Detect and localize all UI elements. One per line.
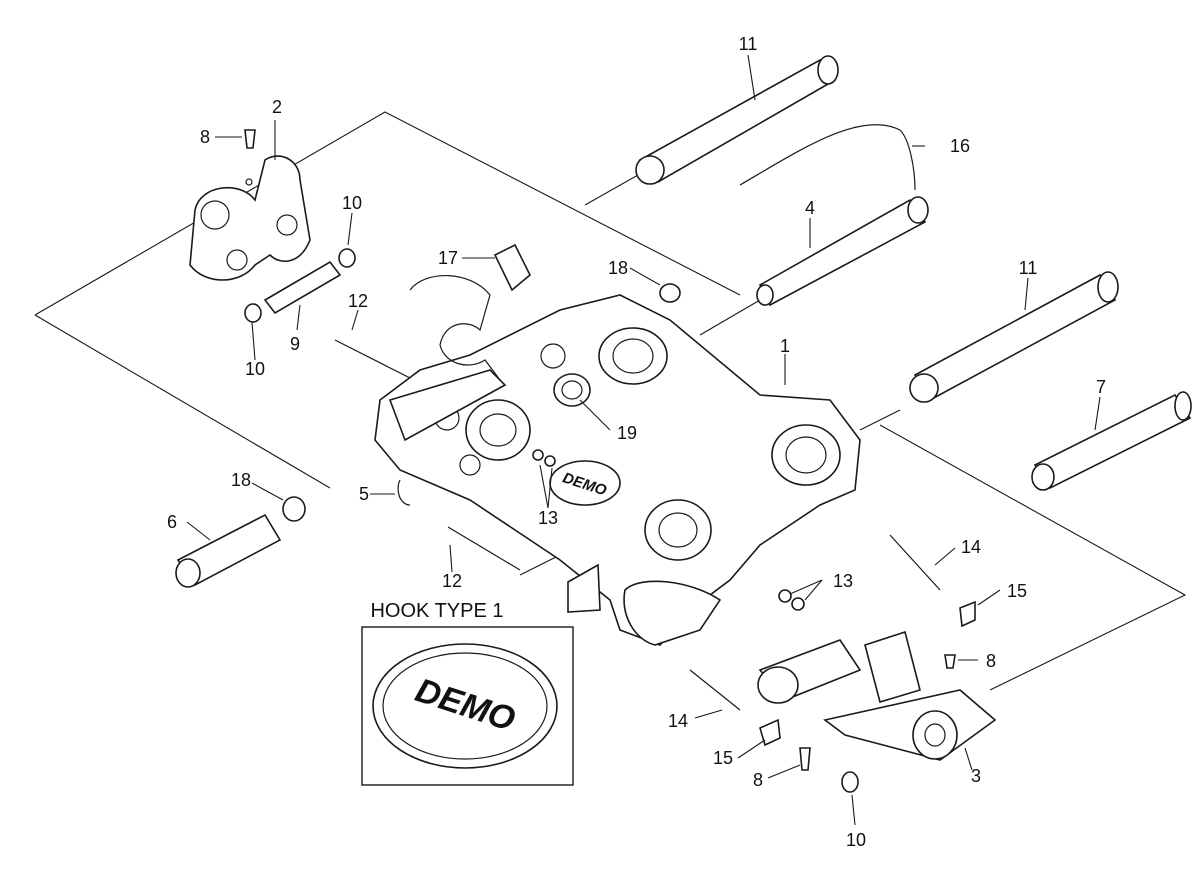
main-frame [374, 274, 861, 646]
callout-10-top: 10 [342, 193, 362, 213]
callout-13-right: 13 [833, 571, 853, 591]
callout-3: 3 [971, 766, 981, 786]
callout-14-right: 14 [961, 537, 981, 557]
callout-1: 1 [780, 336, 790, 356]
callout-7: 7 [1096, 377, 1106, 397]
callout-14-left: 14 [668, 711, 688, 731]
callout-labels: 1 2 3 4 5 6 7 8 8 8 9 10 10 10 11 11 12 … [167, 34, 1106, 850]
callout-2: 2 [272, 97, 282, 117]
callout-18-left: 18 [231, 470, 251, 490]
callout-10-left: 10 [245, 359, 265, 379]
callout-8-bottom: 8 [753, 770, 763, 790]
callout-11-top: 11 [739, 34, 758, 54]
callout-17: 17 [438, 248, 458, 268]
callout-15-right: 15 [1007, 581, 1027, 601]
small-parts [244, 124, 956, 793]
callout-12-bottom: 12 [442, 571, 462, 591]
swivel-assembly [689, 534, 997, 761]
callout-5: 5 [359, 484, 369, 504]
callout-11-right: 11 [1019, 258, 1038, 278]
callout-8-right: 8 [986, 651, 996, 671]
callout-13-mid: 13 [538, 508, 558, 528]
hook-part-2 [189, 155, 311, 281]
callout-16: 16 [950, 136, 970, 156]
callout-leaders [186, 54, 1101, 826]
callout-6: 6 [167, 512, 177, 532]
callout-15-left: 15 [713, 748, 733, 768]
callout-4: 4 [805, 198, 815, 218]
callout-12-top: 12 [348, 291, 368, 311]
hook-type-1-inset: HOOK TYPE 1 DEMO [361, 563, 601, 786]
pins [175, 55, 1192, 588]
callout-19: 19 [617, 423, 637, 443]
callout-9: 9 [290, 334, 300, 354]
callout-8-top: 8 [200, 127, 210, 147]
callout-18-top: 18 [608, 258, 628, 278]
callout-10-bottom: 10 [846, 830, 866, 850]
inset-title: HOOK TYPE 1 [370, 600, 503, 622]
